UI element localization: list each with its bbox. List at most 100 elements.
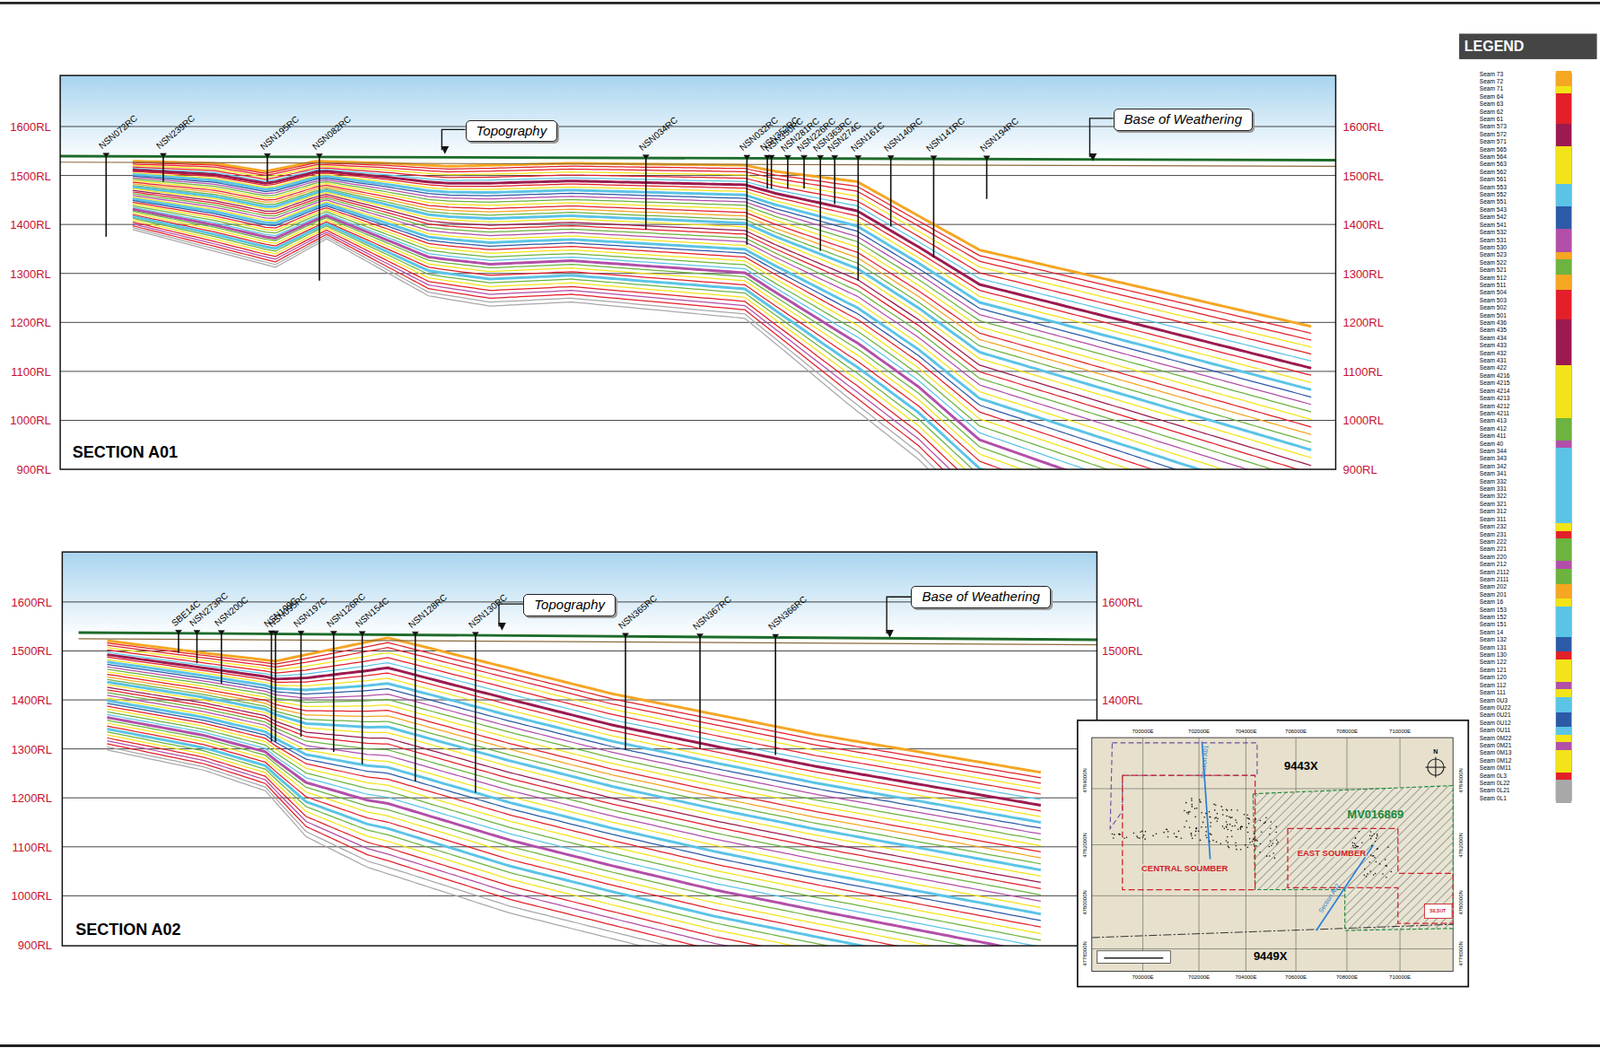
legend-text: Seam 232 (1479, 524, 1507, 531)
legend-text: Seam 562 (1479, 169, 1507, 176)
map-drill-dot (1259, 843, 1262, 846)
legend-text: Seam 502 (1479, 305, 1507, 312)
seam-line (132, 186, 1312, 450)
map-drill-dot (1229, 823, 1232, 826)
collar-mark (358, 631, 366, 637)
legend-text: Seam 332 (1479, 479, 1507, 486)
map-drill-dot (1241, 825, 1243, 828)
map-drill-dot (1235, 821, 1238, 824)
map-drill-dot (1385, 865, 1388, 867)
legend-text: Seam 431 (1479, 358, 1507, 365)
map-drill-dot (1248, 817, 1251, 820)
callout-text: Topography (476, 122, 548, 139)
map-drill-dot (1275, 831, 1277, 834)
map-drill-dot (1274, 857, 1277, 860)
map-drill-dot (1190, 832, 1193, 835)
seam-line (132, 201, 1312, 523)
map-drill-dot (1198, 800, 1201, 803)
map-drill-dot (1272, 852, 1275, 855)
legend-text: Seam 436 (1479, 320, 1507, 327)
map-drill-dot (1269, 821, 1272, 823)
rl-grid-line (60, 322, 1336, 324)
map-drill-dot (1215, 820, 1218, 822)
map-drill-dot (1372, 855, 1375, 857)
map-drill-dot (1235, 848, 1238, 851)
map-drill-dot (1369, 861, 1372, 864)
map-drill-dot (1185, 802, 1188, 805)
collar-mark (218, 630, 225, 636)
map-coordinate: 4784000N (1082, 768, 1088, 794)
legend-text: Seam 71 (1479, 86, 1504, 93)
collar-mark (642, 155, 649, 160)
map-drill-dot (1249, 841, 1251, 844)
seam-line (132, 174, 1312, 390)
legend-text: Seam 344 (1479, 448, 1507, 455)
map-drill-dot (1234, 841, 1237, 844)
seam-line (106, 720, 1041, 962)
rl-grid-line (61, 797, 1097, 799)
legend-text: Seam 4216 (1479, 373, 1511, 380)
legend-text: Seam 523 (1479, 252, 1507, 259)
map-drill-dot (1209, 825, 1212, 828)
legend-text: Seam 4214 (1479, 388, 1511, 395)
map-drill-dot (1196, 828, 1198, 831)
map-drill-dot (1113, 833, 1116, 836)
map-drill-dot (1208, 832, 1211, 835)
map-drill-dot (1244, 844, 1247, 847)
collar-mark (772, 634, 779, 639)
legend-text: Seam 530 (1479, 244, 1507, 252)
map-drill-dot (1190, 804, 1193, 806)
map-drill-dot (1189, 827, 1191, 830)
drill-hole (819, 158, 822, 252)
map-drill-dot (1225, 808, 1228, 811)
legend-text: Seam 63 (1479, 101, 1504, 108)
seam-line (106, 703, 1041, 921)
legend-text: Seam 542 (1479, 214, 1507, 221)
map-drill-dot (1142, 836, 1145, 839)
map-drill-dot (1246, 813, 1249, 816)
map-drill-dot (1187, 813, 1190, 815)
map-drill-dot (1162, 831, 1165, 834)
map-drill-dot (1355, 846, 1358, 849)
legend-text: Seam 0M13 (1479, 750, 1513, 757)
map-drill-dot (1275, 826, 1277, 829)
map-drill-dot (1351, 841, 1354, 844)
legend-text: Seam 0M12 (1479, 758, 1513, 765)
rl-label: 900RL (17, 463, 52, 476)
map-drill-dot (1220, 805, 1223, 808)
callout-text: Topography (533, 596, 605, 613)
map-coordinate: 700000E (1132, 974, 1155, 980)
rl-label: 1500RL (9, 169, 52, 182)
map-drill-dot (1228, 847, 1231, 849)
legend-text: Seam 552 (1479, 192, 1507, 199)
legend-text: Seam 541 (1479, 222, 1507, 229)
map-drill-dot (1366, 873, 1369, 875)
map-drill-dot (1377, 848, 1380, 850)
map-drill-dot (1379, 863, 1382, 866)
drill-hole (196, 633, 199, 664)
map-drill-dot (1375, 837, 1378, 840)
legend-text: Seam 122 (1479, 659, 1507, 666)
rl-label: 1400RL (1342, 218, 1384, 231)
map-drill-dot (1353, 842, 1356, 845)
legend-text: Seam 121 (1479, 667, 1507, 674)
map-drill-dot (1355, 837, 1357, 840)
legend-text: Seam 0M22 (1479, 735, 1513, 743)
map-drill-dot (1226, 841, 1229, 844)
collar-mark (887, 156, 894, 161)
legend-text: Seam 73 (1479, 71, 1504, 79)
map-drill-dot (1376, 848, 1379, 851)
callout-box: Topography (523, 594, 616, 617)
legend-text: Seam 0U21 (1479, 712, 1512, 719)
map-drill-dot (1255, 839, 1258, 841)
map-drill-dot (1126, 836, 1128, 839)
legend-text: Seam 112 (1479, 682, 1507, 690)
rl-label: 1100RL (10, 365, 52, 377)
seam-line (132, 200, 1312, 514)
map-drill-dot (1225, 821, 1228, 823)
seam-line (106, 662, 1041, 823)
map-drill-dot (1387, 847, 1390, 849)
collar-mark (831, 155, 839, 160)
map-drill-dot (1199, 801, 1202, 804)
map-drill-dot (1178, 830, 1181, 833)
